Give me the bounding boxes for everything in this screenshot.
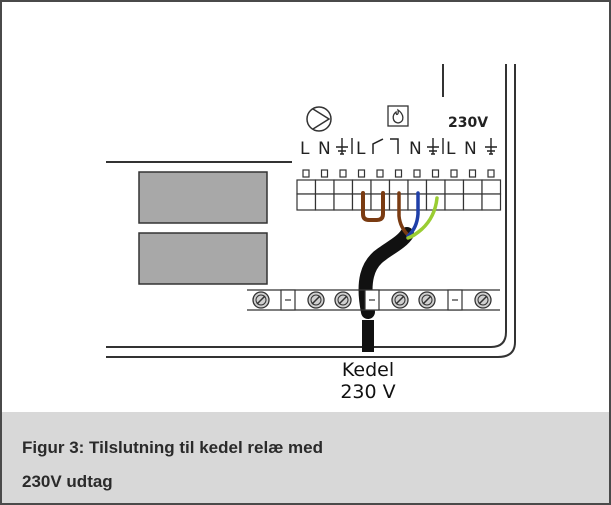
voltage-badge: 230V bbox=[448, 115, 488, 131]
label-supply-L: L bbox=[446, 139, 456, 159]
terminal-block bbox=[296, 169, 502, 211]
label-pump-N: N bbox=[318, 139, 331, 159]
brown-jumper-wire bbox=[361, 191, 385, 222]
housing-outline bbox=[106, 64, 516, 358]
terminal-slot bbox=[444, 169, 465, 211]
wires bbox=[358, 191, 439, 352]
terminal-slot bbox=[296, 169, 317, 211]
wiring-diagram: 230V L N L N L N bbox=[106, 64, 516, 403]
earth-ground-icon bbox=[336, 138, 353, 155]
label-supply-N: N bbox=[464, 139, 477, 159]
component-block-upper bbox=[138, 171, 268, 224]
earth-ground-icon bbox=[485, 138, 497, 155]
cable-clamp-strip bbox=[247, 289, 500, 311]
blue-wire bbox=[406, 191, 420, 238]
cable-label-line2: 230 V bbox=[340, 381, 395, 403]
terminal-slot bbox=[314, 169, 335, 211]
label-pump-L: L bbox=[300, 139, 310, 159]
clamp-slot bbox=[280, 289, 296, 311]
clamp-slot bbox=[447, 289, 463, 311]
caption-line-2: 230V udtag bbox=[22, 472, 113, 491]
boiler-flame-icon bbox=[387, 105, 409, 127]
clamp-slot bbox=[364, 289, 380, 311]
terminal-slot bbox=[481, 169, 502, 211]
cable-label-line1: Kedel bbox=[342, 359, 394, 381]
caption-line-1: Figur 3: Tilslutning til kedel relæ med bbox=[22, 438, 324, 457]
component-block-lower bbox=[138, 232, 268, 285]
screw-terminal-icon bbox=[474, 291, 492, 309]
label-relay-N: N bbox=[409, 139, 422, 159]
terminal-slot bbox=[370, 169, 391, 211]
terminal-slot bbox=[333, 169, 354, 211]
screw-terminal-icon bbox=[334, 291, 352, 309]
brown-wire bbox=[397, 191, 410, 237]
screw-terminal-icon bbox=[391, 291, 409, 309]
terminal-slot bbox=[462, 169, 483, 211]
label-relay-L: L bbox=[356, 139, 366, 159]
figure-caption: Figur 3: Tilslutning til kedel relæ med … bbox=[2, 412, 609, 503]
screw-terminal-icon bbox=[252, 291, 270, 309]
screw-terminal-icon bbox=[307, 291, 325, 309]
earth-ground-icon bbox=[427, 138, 444, 155]
green-yellow-wire bbox=[406, 196, 439, 240]
relay-contact-icon bbox=[372, 138, 399, 154]
pump-icon bbox=[306, 106, 332, 132]
screw-terminal-icon bbox=[418, 291, 436, 309]
